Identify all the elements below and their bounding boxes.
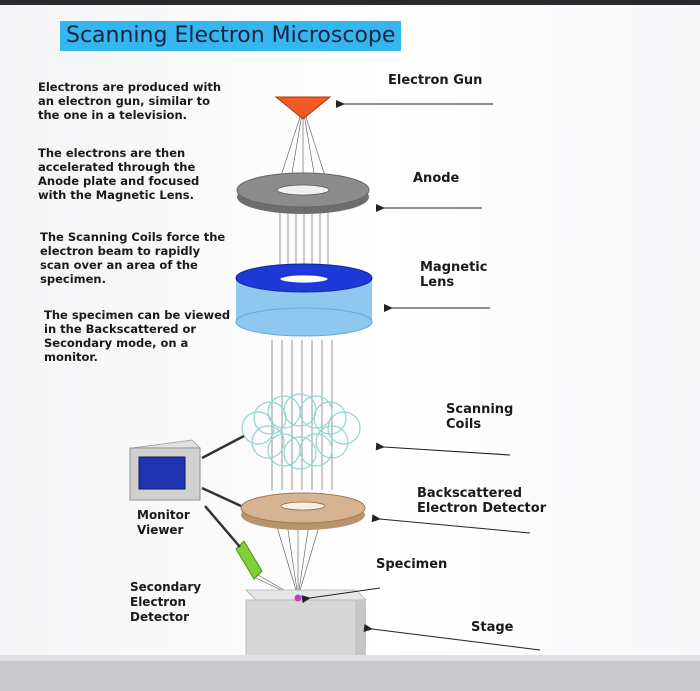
pointer-arrows [301, 100, 541, 651]
backscattered-detector [240, 492, 366, 530]
text-anode-lens: The electrons are then accelerated throu… [38, 146, 200, 202]
detector-cables [201, 434, 245, 548]
electron-gun [274, 96, 332, 120]
specimen [294, 594, 302, 602]
stage [245, 589, 367, 657]
label-backscattered-detector: Backscattered Electron Detector [417, 486, 547, 516]
anode-plate [236, 172, 370, 214]
scanning-coils [241, 393, 361, 470]
monitor-bezel-top [0, 0, 700, 5]
secondary-detector [235, 540, 299, 599]
label-electron-gun: Electron Gun [388, 73, 483, 88]
label-magnetic-lens: Magnetic Lens [420, 260, 488, 290]
text-viewing-modes: The specimen can be viewed in the Backsc… [44, 308, 231, 364]
label-anode: Anode [413, 171, 460, 186]
text-electron-gun: Electrons are produced with an electron … [38, 80, 222, 122]
magnetic-lens [235, 263, 373, 337]
slide-title: Scanning Electron Microscope [60, 21, 402, 51]
text-scanning-coils: The Scanning Coils force the electron be… [40, 230, 226, 286]
label-secondary-detector: Secondary Electron Detector [130, 580, 202, 624]
label-scanning-coils: Scanning Coils [446, 402, 514, 432]
monitor-bezel-bottom [0, 655, 700, 691]
label-stage: Stage [471, 620, 514, 635]
monitor-viewer [129, 439, 201, 501]
label-specimen: Specimen [376, 557, 448, 572]
label-monitor-viewer: Monitor Viewer [137, 508, 190, 537]
